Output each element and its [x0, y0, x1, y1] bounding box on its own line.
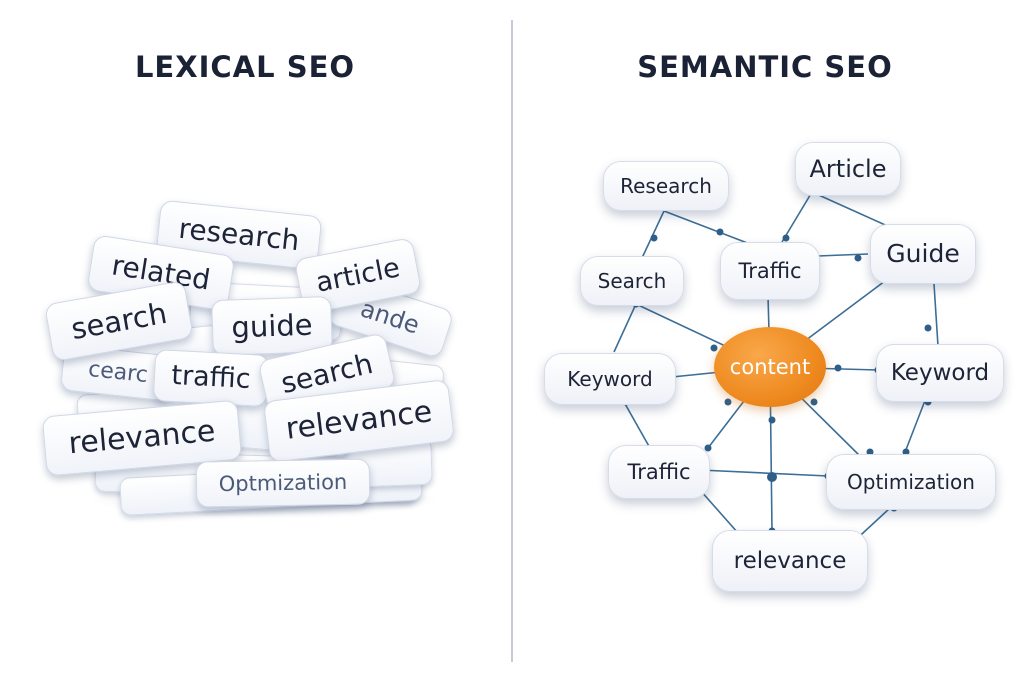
edge [781, 191, 813, 243]
edge-dot [710, 344, 718, 352]
edge-dot [924, 324, 932, 332]
lexical-seo-title: LEXICAL SEO [134, 50, 356, 84]
node-traffic-bottom: Traffic [608, 445, 710, 499]
node-optimization: Optimization [826, 454, 996, 510]
edge-dot [704, 444, 712, 452]
semantic-seo-title: SEMANTIC SEO [637, 50, 893, 84]
edge-dot [810, 398, 818, 406]
edge [699, 469, 829, 477]
edge-dot [782, 234, 790, 242]
node-relevance: relevance [712, 530, 868, 592]
edge-dot [866, 448, 874, 456]
edge-dot [716, 228, 724, 236]
node-article: Article [795, 142, 901, 196]
node-traffic-top: Traffic [720, 242, 820, 300]
node-keyword-right: Keyword [876, 344, 1004, 402]
edge [613, 303, 637, 353]
edge [663, 210, 751, 245]
edge [811, 191, 893, 229]
node-keyword-left: Keyword [544, 353, 676, 405]
edge-dot [768, 416, 776, 424]
edge-dot [724, 398, 732, 406]
edge-dot [767, 472, 777, 482]
node-research: Research [603, 161, 729, 211]
edge [817, 253, 869, 257]
edge-dot [834, 364, 842, 372]
edge-dot [650, 234, 658, 242]
edge-dot [902, 448, 910, 456]
node-content-center: content [714, 327, 826, 407]
edge-dot [854, 254, 862, 262]
edge [623, 401, 651, 449]
lexical-keyword-pile: ande cearc research related article guid… [0, 0, 511, 683]
edge [641, 210, 665, 259]
panel-divider [511, 20, 513, 662]
node-guide: Guide [870, 224, 976, 284]
edge [933, 283, 939, 347]
node-search: Search [580, 256, 684, 306]
